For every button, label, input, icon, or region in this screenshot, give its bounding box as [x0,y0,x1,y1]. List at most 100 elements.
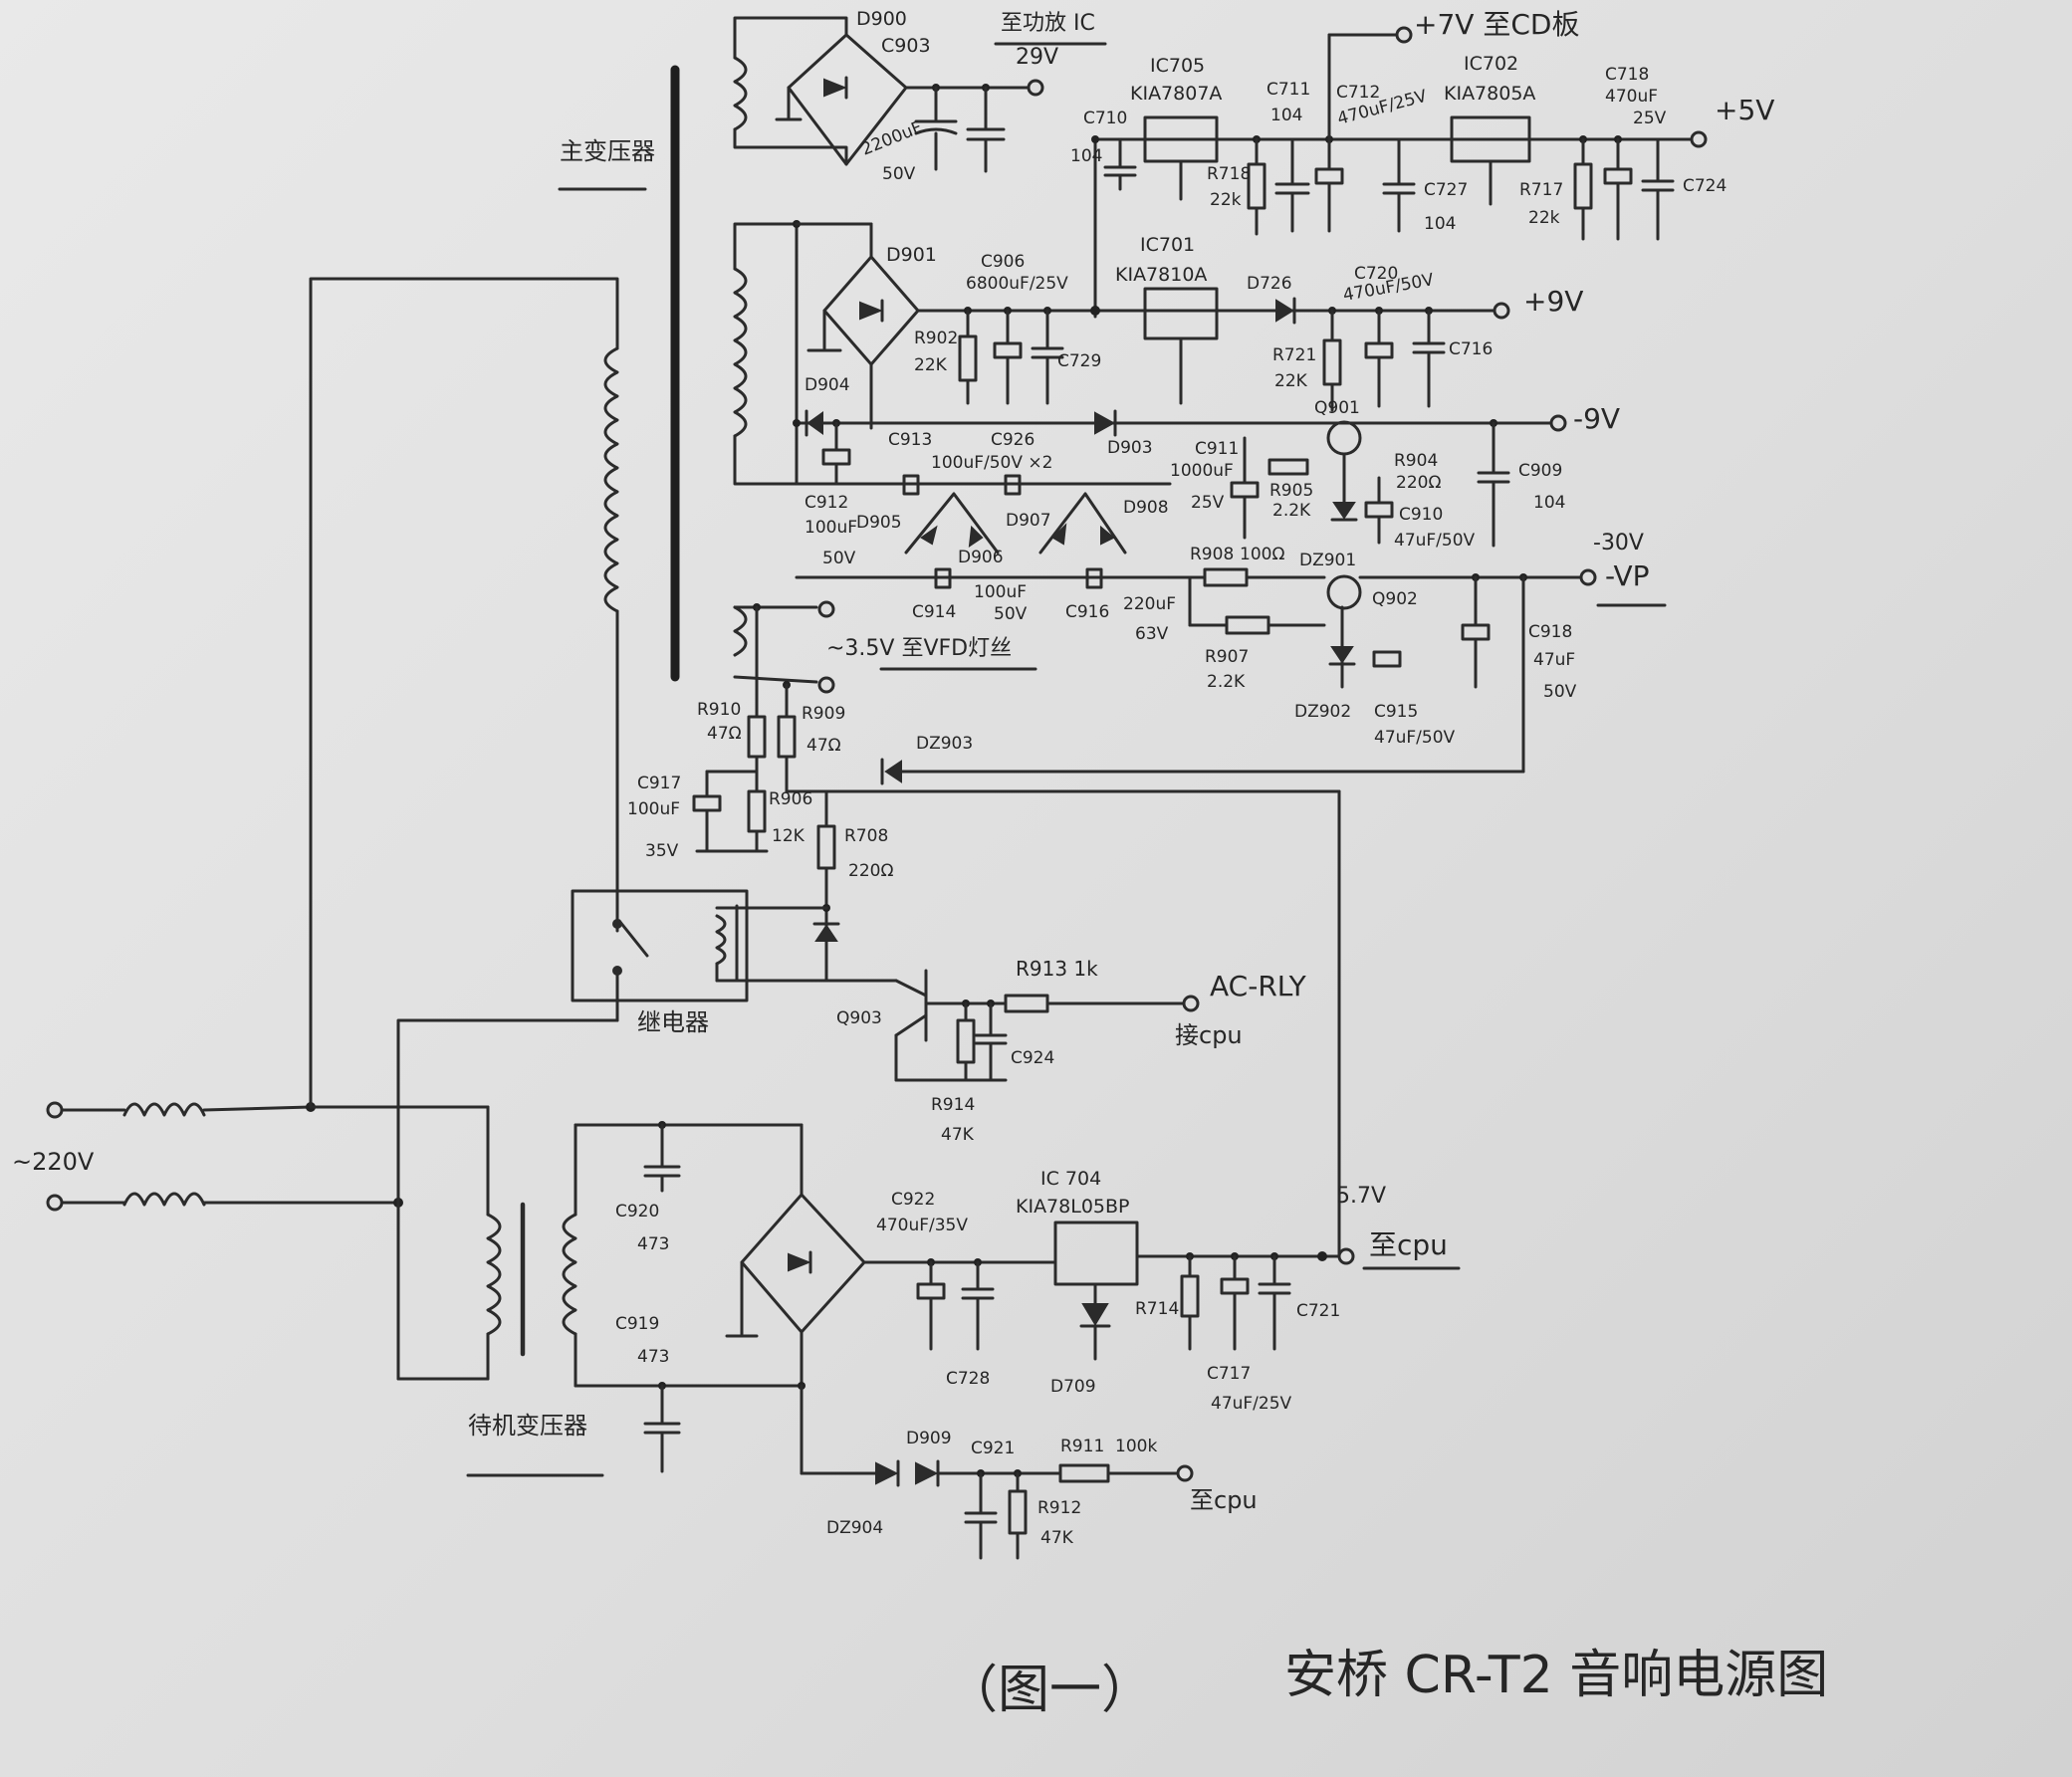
C910-value: 47uF/50V [1394,531,1476,551]
amp-ic-label: 至功放 IC [1001,11,1095,36]
to-cpu-output-2: 至cpu [1190,1486,1258,1514]
R909-value: 47Ω [806,736,841,756]
C912-label: C912 [805,493,848,513]
D908-label: D908 [1123,498,1169,518]
C720-label: C720 [1354,264,1398,284]
C914-label: C914 [912,602,956,622]
D904-label: D904 [805,375,850,395]
C919-value: 473 [637,1347,669,1367]
standby-transformer-label: 待机变压器 [468,1412,587,1440]
C920-value: 473 [637,1234,669,1254]
R914-value: 47K [941,1125,975,1145]
relay-section: R708 220Ω 继电器 Q903 R913 1k AC-RLY 接c [571,770,1341,1258]
to-cpu-output: 至cpu [1369,1228,1448,1261]
R906-label: R906 [769,789,812,809]
R910-value: 47Ω [707,724,742,744]
vfd-filament-section: ~3.5V 至VFD灯丝 R910 47Ω R909 47Ω DZ903 C91… [627,600,1037,861]
R902-value: 22K [914,355,948,375]
Q903-label: Q903 [836,1008,882,1028]
D906-label: D906 [958,548,1004,567]
C9xx-value-2: 50V [994,604,1028,624]
IC701-part: KIA7810A [1115,264,1207,286]
DZ904-label: DZ904 [826,1518,883,1538]
C717-value: 47uF/25V [1211,1394,1292,1414]
standby-transformer: 待机变压器 C920 473 C919 473 [396,1105,804,1477]
C712-label: C712 [1336,83,1380,103]
Q902-label: Q902 [1372,589,1418,609]
C915-value: 47uF/50V [1374,728,1456,748]
R708-label: R708 [844,826,888,846]
R908-label: R908 [1190,545,1234,564]
IC704-label: IC 704 [1040,1168,1101,1190]
C912-value-1: 100uF [805,518,857,538]
negative-supply-section: D903 D904 -9V C909 104 Q901 R905 2.2K R9… [793,375,1667,774]
C727-value: 104 [1424,214,1456,234]
C909-value: 104 [1533,493,1565,513]
C717-label: C717 [1207,1364,1251,1384]
plus9-output: +9V [1523,285,1583,318]
caption: （图一） 安桥 CR-T2 音响电源图 [946,1646,1828,1720]
C916-value-1: 220uF [1123,594,1176,614]
R913-label: R913 1k [1016,957,1098,981]
R902-label: R902 [914,329,958,348]
R912-value: 47K [1040,1528,1074,1548]
R907-value: 2.2K [1207,672,1246,692]
C9xx-value-1: 100uF [974,582,1027,602]
vfd-output: ~3.5V 至VFD灯丝 [826,636,1012,661]
DZ902-label: DZ902 [1294,702,1351,722]
amp-ic-voltage: 29V [1016,45,1058,70]
R911-label: R911 [1060,1437,1104,1456]
vp-output: -VP [1605,559,1650,592]
R721-value: 22K [1274,371,1308,391]
C912-value-2: 50V [822,549,856,568]
IC701-label: IC701 [1140,234,1195,256]
C906-label: C906 [981,252,1025,272]
R904-label: R904 [1394,451,1438,471]
C915-label: C915 [1374,702,1418,722]
C919-label: C919 [615,1314,659,1334]
C718-value-2: 25V [1633,109,1667,128]
C911-label: C911 [1195,439,1239,459]
C711-label: C711 [1266,80,1310,100]
C716-label: C716 [1449,339,1493,359]
R905-value: 2.2K [1272,501,1311,521]
D907-label: D907 [1006,511,1051,531]
IC702-part: KIA7805A [1444,83,1535,105]
standby-supply-section: C922 470uF/35V C728 IC 704 KIA78L05BP D7… [725,1123,1461,1414]
C918-label: C918 [1528,622,1572,642]
C910-label: C910 [1399,505,1443,525]
ac-rly-source: 接cpu [1175,1021,1243,1049]
DZ903-label: DZ903 [916,734,973,754]
C926-value: 100uF/50V ×2 [931,453,1052,473]
main-transformer-label: 主变压器 [560,137,655,165]
figure-number: （图一） [946,1661,1153,1720]
R906-value: 12K [772,826,806,846]
C728-label: C728 [946,1369,990,1389]
C917-value-2: 35V [645,841,679,861]
R718-value: 22k [1210,190,1242,210]
C916-label: C916 [1065,602,1109,622]
DZ901-label: DZ901 [1299,551,1356,570]
C710-value: 104 [1070,146,1102,166]
D909-label: D909 [906,1429,952,1448]
C926-label: C926 [991,430,1035,450]
C918-value-2: 50V [1543,682,1577,702]
C917-value-1: 100uF [627,799,680,819]
minus9-output: -9V [1573,402,1620,435]
R912-label: R912 [1037,1498,1081,1518]
ac-input-label: ~220V [12,1148,95,1176]
IC705-part: KIA7807A [1130,83,1222,105]
cpu-voltage-label: 5.7V [1336,1184,1386,1209]
C903-value-1: 2200uF [858,117,925,159]
R717-value: 22k [1528,208,1560,228]
amp-supply-section: D900 C903 2200uF 50V 至功放 IC 29V [733,8,1107,184]
C911-value-1: 1000uF [1170,461,1234,481]
main-transformer: 主变压器 [558,56,748,682]
D709-label: D709 [1050,1377,1096,1397]
C911-value-2: 25V [1191,493,1225,513]
R714-label: R714 [1135,1299,1179,1319]
R904-value: 220Ω [1396,473,1441,493]
C724-label: C724 [1683,176,1727,196]
